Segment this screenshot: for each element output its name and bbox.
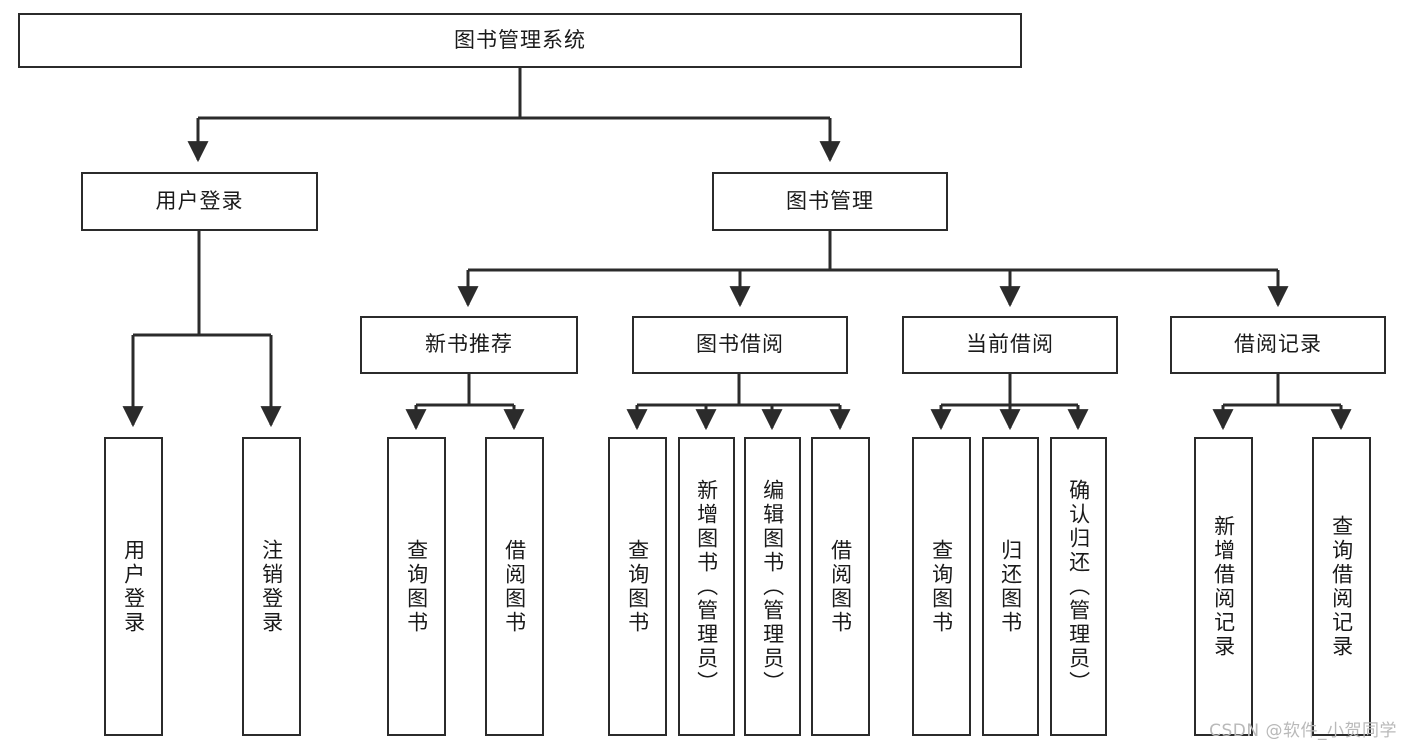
node-user-login-label: 用户登录 [155,188,244,213]
node-book-management[interactable]: 图书管理 [712,172,948,231]
node-leaf-edit-book-admin[interactable]: 编辑图书（管理员） [744,437,801,736]
node-borrow-record[interactable]: 借阅记录 [1170,316,1386,374]
node-leaf-confirm-return-admin[interactable]: 确认归还（管理员） [1050,437,1107,736]
node-current-borrow-label: 当前借阅 [966,332,1054,357]
node-leaf-query-borrow-record[interactable]: 查询借阅记录 [1312,437,1371,736]
node-leaf-add-book-admin-label: 新增图书（管理员） [694,478,719,695]
node-root-label: 图书管理系统 [454,27,586,52]
node-leaf-user-login[interactable]: 用户登录 [104,437,163,736]
node-leaf-return-book-label: 归还图书 [998,538,1023,635]
node-current-borrow[interactable]: 当前借阅 [902,316,1118,374]
node-book-borrow-label: 图书借阅 [696,332,784,357]
node-leaf-borrow-book-recommend-label: 借阅图书 [502,538,527,635]
node-leaf-add-borrow-record[interactable]: 新增借阅记录 [1194,437,1253,736]
node-borrow-record-label: 借阅记录 [1234,332,1322,357]
node-leaf-borrow-book-recommend[interactable]: 借阅图书 [485,437,544,736]
node-leaf-return-book[interactable]: 归还图书 [982,437,1039,736]
node-root[interactable]: 图书管理系统 [18,13,1022,68]
node-leaf-borrow-book[interactable]: 借阅图书 [811,437,870,736]
node-leaf-user-login-label: 用户登录 [121,538,146,635]
node-leaf-query-borrow-record-label: 查询借阅记录 [1329,514,1354,659]
node-leaf-add-book-admin[interactable]: 新增图书（管理员） [678,437,735,736]
node-book-management-label: 图书管理 [786,188,874,213]
node-leaf-edit-book-admin-label: 编辑图书（管理员） [760,478,785,695]
node-leaf-query-book-recommend-label: 查询图书 [404,538,429,635]
csdn-watermark: CSDN @软件_小贺同学 [1209,721,1397,741]
node-leaf-borrow-book-label: 借阅图书 [828,538,853,635]
node-leaf-logout[interactable]: 注销登录 [242,437,301,736]
node-user-login[interactable]: 用户登录 [81,172,318,231]
node-leaf-query-book-recommend[interactable]: 查询图书 [387,437,446,736]
node-leaf-query-book-borrow[interactable]: 查询图书 [608,437,667,736]
node-leaf-confirm-return-admin-label: 确认归还（管理员） [1066,478,1091,695]
node-leaf-query-book-borrow-label: 查询图书 [625,538,650,635]
node-book-borrow[interactable]: 图书借阅 [632,316,848,374]
node-leaf-query-book-current[interactable]: 查询图书 [912,437,971,736]
node-leaf-query-book-current-label: 查询图书 [929,538,954,635]
node-new-book-recommend-label: 新书推荐 [425,332,513,357]
node-leaf-add-borrow-record-label: 新增借阅记录 [1211,514,1236,659]
node-leaf-logout-label: 注销登录 [259,538,284,635]
node-new-book-recommend[interactable]: 新书推荐 [360,316,578,374]
